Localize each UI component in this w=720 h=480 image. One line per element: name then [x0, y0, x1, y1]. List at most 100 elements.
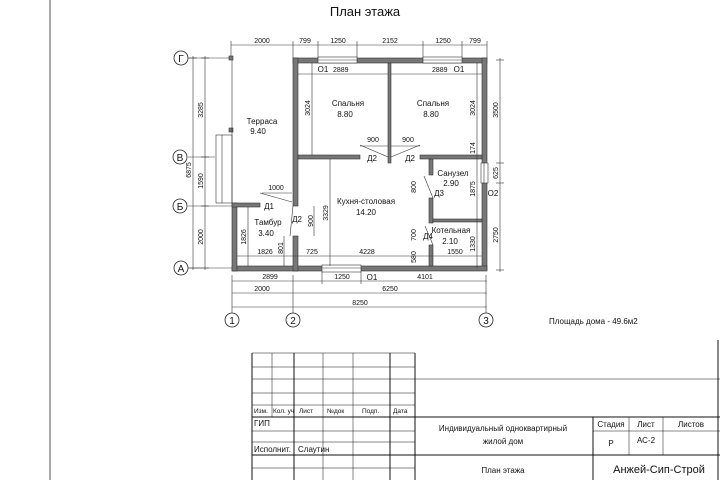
svg-text:800: 800 [411, 181, 418, 193]
svg-text:8250: 8250 [352, 300, 368, 307]
svg-text:2: 2 [290, 316, 296, 327]
svg-text:Подп.: Подп. [362, 408, 379, 415]
svg-text:900: 900 [367, 137, 379, 144]
svg-text:Стадия: Стадия [597, 420, 624, 429]
svg-text:2.90: 2.90 [443, 179, 459, 188]
svg-text:1: 1 [229, 316, 235, 327]
right-dimensions: 3500 625 2750 [493, 58, 504, 272]
svg-text:700: 700 [411, 229, 418, 241]
svg-text:План этажа: План этажа [481, 466, 525, 475]
svg-text:Д4: Д4 [423, 232, 433, 241]
svg-text:Листов: Листов [678, 420, 704, 429]
svg-text:Тамбур: Тамбур [254, 218, 282, 227]
svg-text:Кухня-столовая: Кухня-столовая [337, 197, 395, 206]
svg-text:1250: 1250 [334, 274, 350, 281]
svg-text:О1: О1 [318, 65, 329, 74]
svg-text:Кол. уч: Кол. уч [273, 408, 294, 415]
svg-text:О1: О1 [454, 65, 465, 74]
svg-text:1330: 1330 [470, 236, 477, 252]
svg-text:Д2: Д2 [292, 215, 302, 224]
svg-text:900: 900 [402, 137, 414, 144]
svg-text:174: 174 [470, 142, 477, 154]
svg-text:№док: №док [327, 408, 344, 415]
svg-text:Котельная: Котельная [432, 226, 471, 235]
svg-text:АС-2: АС-2 [637, 436, 656, 445]
svg-text:799: 799 [469, 38, 481, 45]
svg-text:Индивидуальный одноквартирный: Индивидуальный одноквартирный [439, 424, 567, 433]
svg-text:2750: 2750 [493, 227, 500, 243]
svg-text:Д3: Д3 [434, 189, 444, 198]
svg-text:2899: 2899 [262, 274, 278, 281]
svg-text:Д1: Д1 [264, 202, 274, 211]
svg-text:3: 3 [483, 316, 489, 327]
svg-text:Г: Г [178, 54, 184, 65]
terrace-outline [215, 60, 233, 204]
svg-text:Изм.: Изм. [254, 408, 268, 415]
svg-text:Д2: Д2 [405, 154, 415, 163]
svg-text:Р: Р [608, 439, 613, 448]
svg-text:725: 725 [306, 249, 318, 256]
svg-text:Слаутин: Слаутин [298, 445, 329, 454]
svg-text:3329: 3329 [323, 205, 330, 221]
svg-text:Санузел: Санузел [437, 169, 468, 178]
svg-text:3285: 3285 [198, 102, 205, 118]
svg-text:6875: 6875 [186, 162, 193, 178]
svg-text:Б: Б [177, 202, 184, 213]
house-area-note: Площадь дома - 49.6м2 [549, 317, 638, 326]
svg-text:3024: 3024 [470, 100, 477, 116]
svg-text:О2: О2 [488, 189, 499, 198]
windows [317, 56, 489, 273]
svg-text:4228: 4228 [359, 249, 375, 256]
svg-text:Лист: Лист [637, 420, 655, 429]
svg-text:ГИП: ГИП [254, 419, 270, 428]
svg-text:А: А [178, 264, 185, 275]
svg-text:2.10: 2.10 [442, 237, 458, 246]
svg-text:1826: 1826 [241, 229, 248, 245]
svg-text:14.20: 14.20 [356, 208, 377, 217]
svg-text:1250: 1250 [330, 38, 346, 45]
svg-text:жилой дом: жилой дом [483, 437, 523, 446]
svg-text:Исполнит.: Исполнит. [254, 445, 291, 454]
svg-text:Анжей-Сип-Строй: Анжей-Сип-Строй [613, 464, 705, 476]
svg-text:Лист: Лист [299, 408, 313, 415]
svg-text:Дата: Дата [393, 408, 408, 415]
svg-text:801: 801 [278, 242, 285, 254]
svg-text:2000: 2000 [254, 38, 270, 45]
svg-text:3024: 3024 [305, 100, 312, 116]
axis-bubbles: Г В Б А 1 2 3 [172, 50, 494, 328]
inner-dimensions: 2889 2889 3024 3024 174 1875 1330 900 90… [237, 63, 482, 268]
svg-text:О1: О1 [367, 273, 378, 282]
bottom-dimensions: 2899 1250 4101 2000 6250 8250 [232, 272, 487, 308]
title-block: Изм. Кол. уч Лист №док Подп. Дата ГИП Ис… [251, 340, 720, 480]
svg-text:580: 580 [411, 251, 418, 263]
opening-labels: О1 О1 О1 О2 Д2 Д2 Д1 Д2 Д3 Д4 [264, 65, 499, 282]
svg-text:1250: 1250 [435, 38, 451, 45]
svg-text:4101: 4101 [417, 274, 433, 281]
svg-text:900: 900 [308, 215, 315, 227]
svg-text:1875: 1875 [470, 181, 477, 197]
svg-text:2889: 2889 [432, 67, 448, 74]
svg-text:Терраса: Терраса [247, 117, 278, 126]
svg-text:Спальня: Спальня [417, 99, 449, 108]
svg-text:1000: 1000 [268, 185, 284, 192]
left-dimensions: 3285 1590 2000 6875 [186, 56, 209, 270]
svg-text:1826: 1826 [257, 249, 273, 256]
svg-text:1590: 1590 [198, 173, 205, 189]
svg-text:2889: 2889 [333, 67, 349, 74]
svg-text:2000: 2000 [254, 286, 270, 293]
svg-text:625: 625 [493, 167, 500, 179]
svg-text:2152: 2152 [382, 38, 398, 45]
svg-text:8.80: 8.80 [337, 110, 353, 119]
svg-text:2000: 2000 [198, 229, 205, 245]
svg-text:Спальня: Спальня [332, 99, 364, 108]
svg-text:8.80: 8.80 [423, 110, 439, 119]
top-dimensions: 2000 799 1250 2152 1250 799 [230, 38, 488, 60]
svg-text:3500: 3500 [493, 102, 500, 118]
drawing-title: План этажа [330, 4, 401, 19]
svg-text:799: 799 [299, 38, 311, 45]
svg-text:3.40: 3.40 [258, 229, 274, 238]
svg-text:В: В [177, 153, 184, 164]
svg-text:1550: 1550 [447, 249, 463, 256]
